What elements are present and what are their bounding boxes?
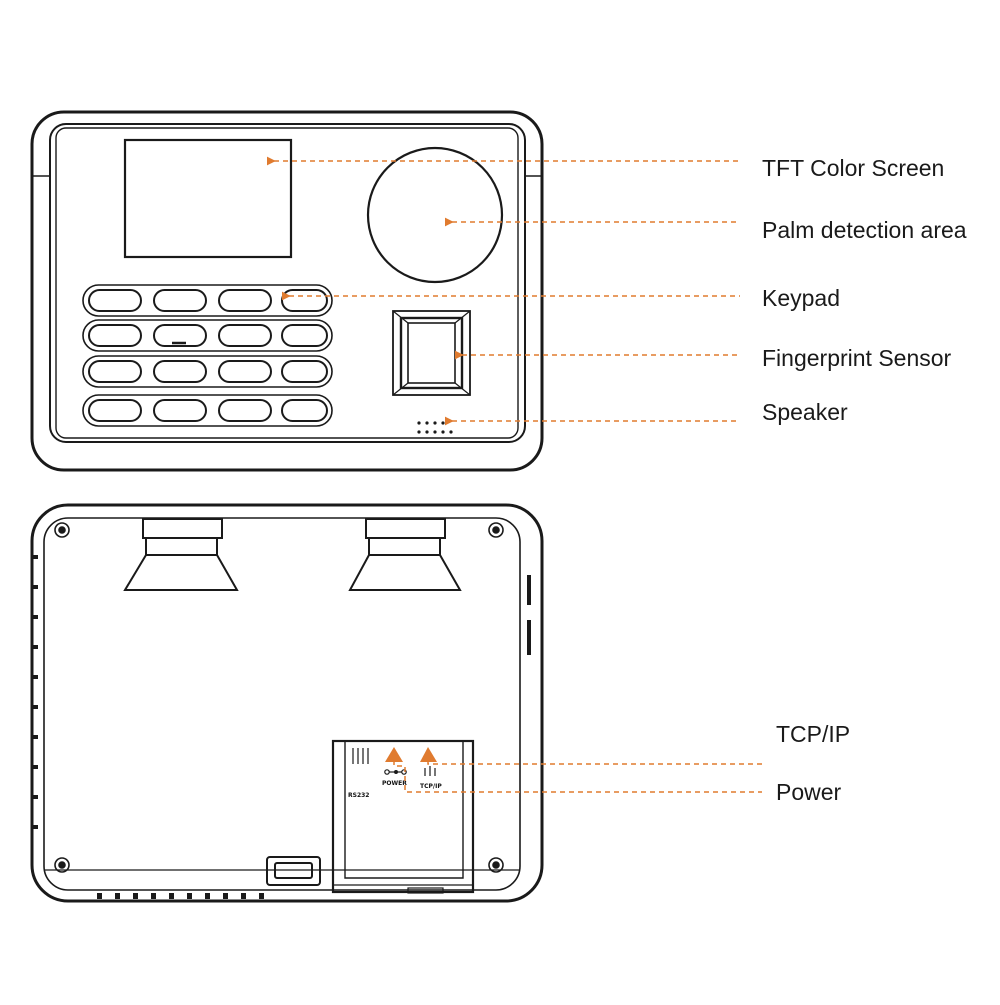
back-outer-shell	[30, 503, 544, 903]
label-tft-screen: TFT Color Screen	[762, 155, 945, 181]
label-speaker: Speaker	[762, 399, 848, 425]
front-outer-shell	[30, 110, 544, 472]
tcpip-port-label: TCP/IP	[420, 783, 442, 790]
connector-bay	[331, 739, 475, 894]
back-device	[30, 503, 544, 903]
port-arrows	[385, 747, 437, 762]
palm-area-shape	[366, 146, 504, 284]
speaker-holes	[417, 421, 453, 434]
label-keypad: Keypad	[762, 285, 841, 311]
mount-brackets	[123, 518, 462, 591]
front-inner-bezel	[49, 123, 526, 443]
back-inner-panel	[43, 517, 521, 891]
tft-screen-shape	[123, 138, 293, 259]
tcpip-port-arrow	[420, 747, 437, 762]
screws	[54, 522, 504, 873]
label-tcpip: TCP/IP	[776, 721, 851, 747]
front-device	[30, 110, 544, 472]
front-leader-lines	[266, 156, 740, 426]
power-port-label: POWER	[382, 780, 407, 787]
power-port-arrow	[385, 747, 403, 762]
keypad-shape	[82, 284, 333, 427]
back-leader-lines	[393, 760, 762, 793]
label-palm-area: Palm detection area	[762, 217, 967, 243]
fingerprint-sensor-shape	[392, 310, 471, 396]
front-face-panel	[55, 127, 519, 439]
rs232-pins	[352, 748, 369, 764]
bottom-latch	[266, 856, 321, 886]
rs232-port-label: RS232	[348, 792, 369, 799]
network-icon	[424, 766, 436, 776]
label-power: Power	[776, 779, 842, 805]
leader-tcpip	[427, 760, 762, 765]
label-fingerprint-sensor: Fingerprint Sensor	[762, 345, 952, 371]
leader-power	[393, 760, 762, 793]
power-connector-icon	[384, 769, 407, 775]
bottom-vents	[97, 893, 264, 899]
side-vents	[33, 555, 531, 829]
